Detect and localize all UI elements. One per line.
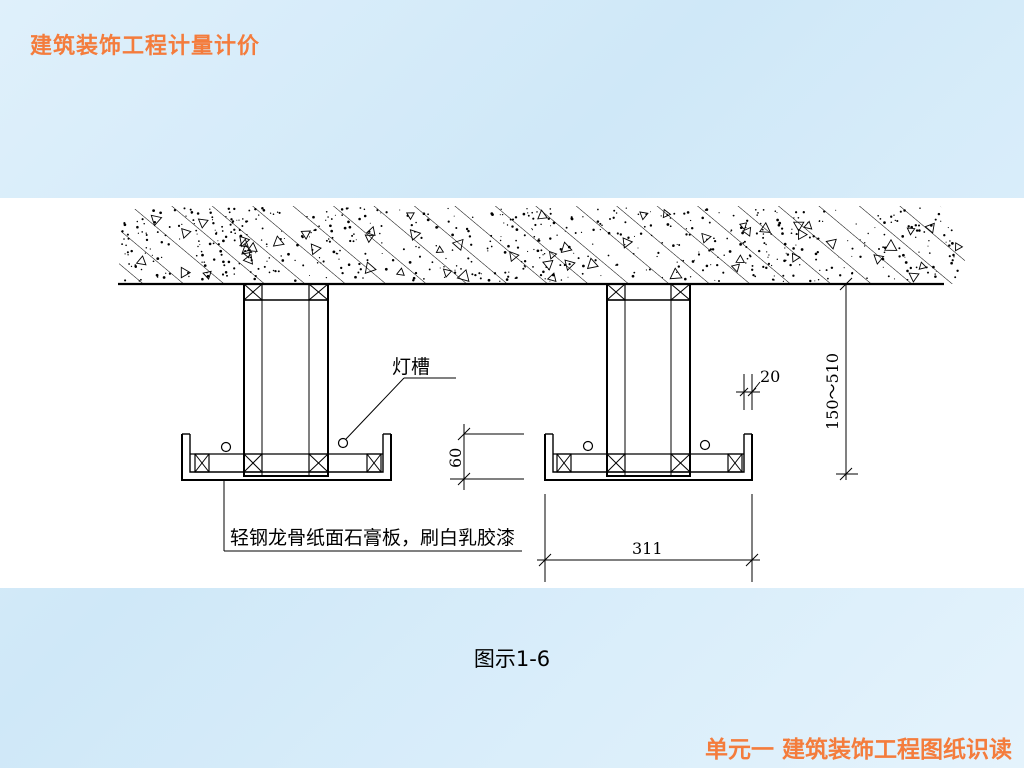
light-trough-label: 灯槽 xyxy=(392,356,430,378)
board-note-leader xyxy=(223,480,522,552)
trough-width-value: 311 xyxy=(632,539,663,558)
course-title: 建筑装饰工程计量计价 xyxy=(30,34,261,59)
height-range-dimension xyxy=(836,277,858,481)
unit-title: 单元一 建筑装饰工程图纸识读 xyxy=(704,737,1012,763)
trough-width-dimension xyxy=(537,494,760,582)
concrete-slab xyxy=(118,206,968,286)
height-range-value: 150～510 xyxy=(823,353,842,430)
trough-depth-dimension xyxy=(450,424,524,490)
trough-depth-value: 60 xyxy=(446,448,465,468)
left-trough xyxy=(181,283,392,481)
gap-value: 20 xyxy=(760,367,780,386)
ceiling-section-drawing: 灯槽 轻钢龙骨纸面石膏板，刷白乳胶漆 60 311 xyxy=(118,206,968,582)
board-note-label: 轻钢龙骨纸面石膏板，刷白乳胶漆 xyxy=(230,526,515,549)
figure-caption: 图示1-6 xyxy=(473,647,551,671)
figure-panel: 灯槽 轻钢龙骨纸面石膏板，刷白乳胶漆 60 311 xyxy=(0,198,1024,588)
right-trough xyxy=(544,283,753,481)
gap-dimension xyxy=(736,374,761,410)
lamp-icon xyxy=(699,439,711,451)
lamp-icon xyxy=(220,441,232,453)
lamp-icon xyxy=(582,440,594,452)
light-trough-leader xyxy=(345,377,456,440)
lamp-icon xyxy=(337,437,349,449)
